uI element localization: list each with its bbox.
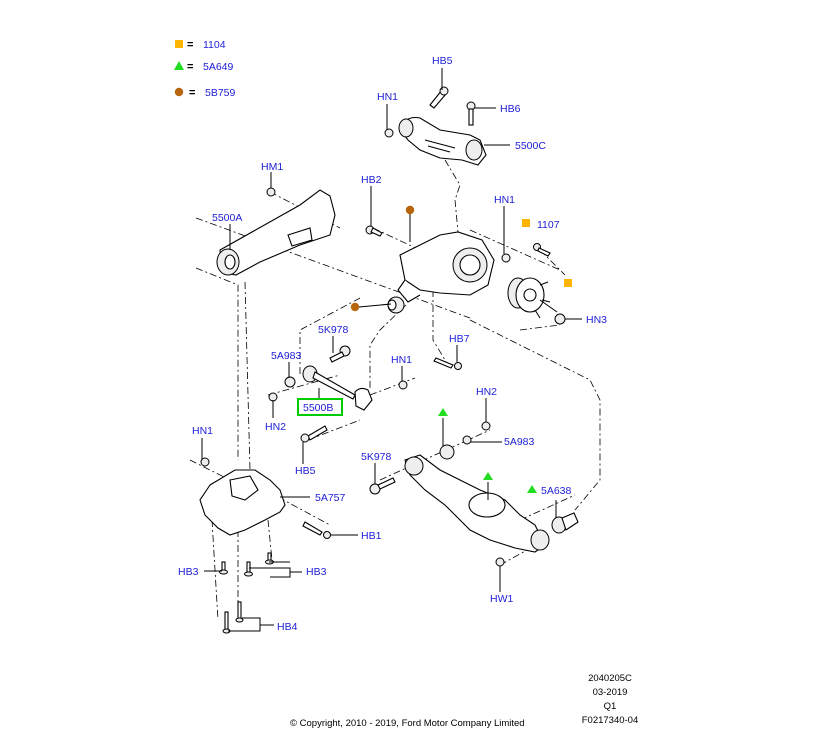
triangle-marker-icon xyxy=(174,61,184,70)
bolt-hb6[interactable] xyxy=(466,101,476,126)
circle-marker-icon xyxy=(405,205,415,215)
nut-hn2-left[interactable] xyxy=(268,392,278,402)
figure-id: F0217340-04 xyxy=(581,715,639,726)
part-markers xyxy=(350,205,572,493)
callout-5a757[interactable]: 5A757 xyxy=(315,492,346,504)
triangle-marker-icon xyxy=(483,472,493,480)
bushing-5a638[interactable] xyxy=(551,512,579,534)
callout-5k978[interactable]: 5K978 xyxy=(361,451,392,463)
callout-hb3[interactable]: HB3 xyxy=(178,566,199,578)
bolt-hb7[interactable] xyxy=(433,357,462,370)
legend-item-5b759[interactable]: 5B759 xyxy=(205,87,236,99)
bolt-hb2[interactable] xyxy=(365,225,383,237)
callout-hb5[interactable]: HB5 xyxy=(432,55,453,67)
copyright-notice: © Copyright, 2010 - 2019, Ford Motor Com… xyxy=(290,718,525,729)
nut-hn1-mid[interactable] xyxy=(398,380,408,390)
leader-lines xyxy=(201,68,582,632)
circle-marker-icon xyxy=(350,302,360,312)
callout-5500a[interactable]: 5500A xyxy=(212,212,242,224)
circle-marker-icon xyxy=(174,87,184,97)
callout-5k978[interactable]: 5K978 xyxy=(318,324,349,336)
bolt-5k978-low[interactable] xyxy=(369,477,396,495)
nut-hn1-top[interactable] xyxy=(384,128,394,138)
washer-5a983-left[interactable] xyxy=(284,376,296,388)
bracket-5a757[interactable] xyxy=(199,469,286,536)
callout-hb6[interactable]: HB6 xyxy=(500,103,521,115)
callout-5a983[interactable]: 5A983 xyxy=(504,436,535,448)
bushing-5b759[interactable] xyxy=(387,296,405,314)
nut-hn1-left[interactable] xyxy=(200,457,210,467)
bolt-hb1[interactable] xyxy=(302,521,331,539)
nut-hn3[interactable] xyxy=(554,313,566,325)
callout-hb7[interactable]: HB7 xyxy=(449,333,470,345)
nut-hn2-right[interactable] xyxy=(481,421,491,431)
callout-5500c[interactable]: 5500C xyxy=(515,140,546,152)
knuckle[interactable] xyxy=(397,231,495,303)
callout-1107[interactable]: 1107 xyxy=(537,219,560,231)
bolt-1107[interactable] xyxy=(533,243,551,257)
callout-labels: HB5 HN1 HB6 5500C HM1 HB2 5500A HN1 1107… xyxy=(178,55,607,633)
legend-item-1104[interactable]: 1104 xyxy=(203,39,226,51)
trailing-arm-5500a[interactable] xyxy=(216,189,336,276)
callout-hn2[interactable]: HN2 xyxy=(476,386,497,398)
bolt-hb5-top[interactable] xyxy=(429,86,449,109)
legend-equals: = xyxy=(187,61,193,73)
nut-hn1-knuckle[interactable] xyxy=(501,253,511,263)
bolt-hb5-mid[interactable] xyxy=(300,425,328,443)
bushing-5a649-arm[interactable] xyxy=(439,444,455,460)
triangle-marker-icon xyxy=(438,408,448,416)
legend-item-5a649[interactable]: 5A649 xyxy=(203,61,234,73)
bolts-hb4[interactable] xyxy=(222,601,244,634)
drawing-number: 2040205C xyxy=(588,673,632,684)
legend: = 1104 = 5A649 = 5B759 xyxy=(174,39,236,99)
legend-equals: = xyxy=(187,39,193,51)
callout-hb3[interactable]: HB3 xyxy=(306,566,327,578)
drawing-reference-block: 2040205C 03-2019 Q1 F0217340-04 xyxy=(570,672,650,728)
legend-equals: = xyxy=(189,87,195,99)
lower-spring-arm[interactable] xyxy=(404,454,550,553)
washer-5a983-right[interactable] xyxy=(462,435,472,445)
upper-arm-5500c[interactable] xyxy=(398,116,487,166)
callout-hn1[interactable]: HN1 xyxy=(377,91,398,103)
drawing-date: 03-2019 xyxy=(592,687,628,698)
callout-hw1[interactable]: HW1 xyxy=(490,593,513,605)
callout-hb5[interactable]: HB5 xyxy=(295,465,316,477)
callout-hm1[interactable]: HM1 xyxy=(261,161,283,173)
callout-5a983[interactable]: 5A983 xyxy=(271,350,302,362)
callout-hb2[interactable]: HB2 xyxy=(361,174,382,186)
callout-hn3[interactable]: HN3 xyxy=(586,314,607,326)
triangle-marker-icon xyxy=(527,485,537,493)
callout-hb1[interactable]: HB1 xyxy=(361,530,382,542)
callout-hn2[interactable]: HN2 xyxy=(265,421,286,433)
toe-link-5500b[interactable] xyxy=(302,365,373,411)
nut-hm1[interactable] xyxy=(266,187,276,197)
bolt-5k978-top[interactable] xyxy=(329,345,351,363)
square-marker-icon xyxy=(564,279,572,287)
bolts-hb3[interactable] xyxy=(219,552,274,577)
callout-5500b[interactable]: 5500B xyxy=(303,402,333,414)
highlight-box-5500b[interactable] xyxy=(297,398,343,416)
square-marker-icon xyxy=(522,219,530,227)
wheel-hub[interactable] xyxy=(507,277,551,319)
callout-hn1[interactable]: HN1 xyxy=(192,425,213,437)
square-marker-icon xyxy=(175,40,183,48)
callout-hb4[interactable]: HB4 xyxy=(277,621,298,633)
washer-hw1[interactable] xyxy=(495,557,505,567)
callout-5a638[interactable]: 5A638 xyxy=(541,485,572,497)
callout-hn1[interactable]: HN1 xyxy=(391,354,412,366)
callout-hn1[interactable]: HN1 xyxy=(494,194,515,206)
drawing-quarter: Q1 xyxy=(603,701,617,712)
